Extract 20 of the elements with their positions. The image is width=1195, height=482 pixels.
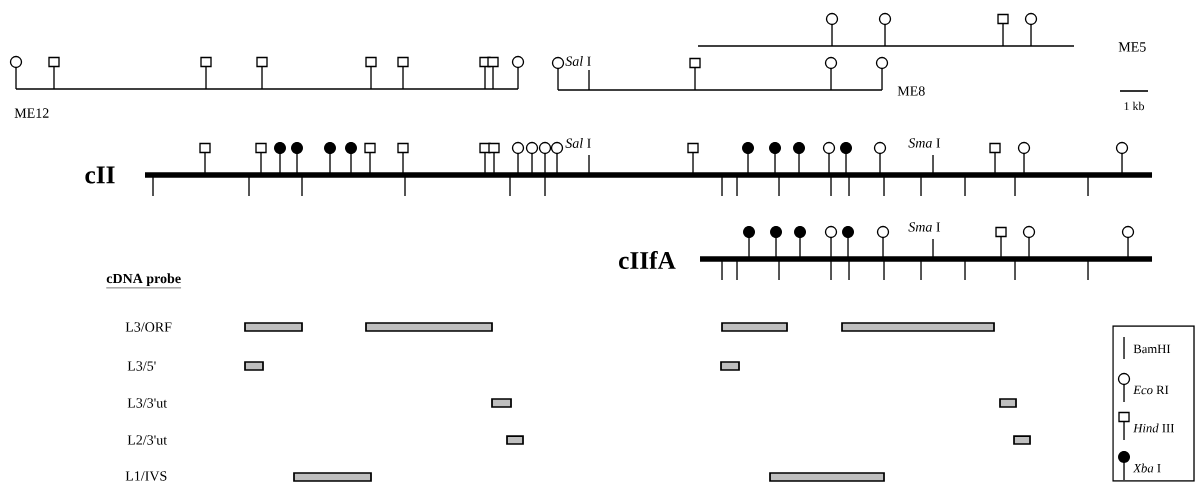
site-label: Sal I (565, 138, 591, 148)
track-label: cIIfA (619, 250, 676, 270)
heading: cDNA probe (106, 273, 182, 289)
legend-label: Xba I (1132, 463, 1161, 473)
site-label: Sal I (565, 56, 591, 66)
probe-label: L3/3'ut (127, 398, 168, 408)
map-label: ME8 (897, 86, 925, 96)
map-label: ME5 (1118, 42, 1146, 52)
probe-label: L2/3'ut (127, 435, 168, 445)
track-label: cII (85, 166, 115, 184)
site-label: Sma I (908, 138, 941, 148)
legend-label: Eco RI (1133, 385, 1169, 395)
probe-label: L3/ORF (125, 322, 172, 332)
map-label: ME12 (14, 108, 49, 118)
legend-label: BamHI (1133, 344, 1171, 354)
probe-label: L1/IVS (125, 471, 167, 481)
scale-label: 1 kb (1124, 101, 1145, 111)
legend-label: Hind III (1133, 423, 1174, 433)
site-label: Sma I (908, 222, 941, 232)
probe-label: L3/5' (127, 361, 156, 371)
